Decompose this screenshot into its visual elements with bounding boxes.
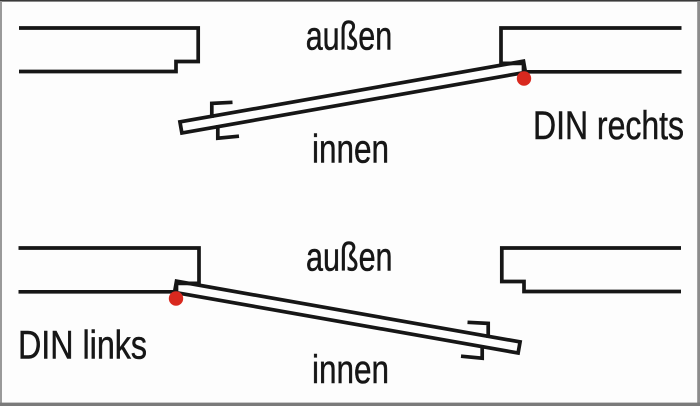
svg-text:innen: innen [312,348,389,392]
svg-text:innen: innen [312,128,389,172]
svg-text:DIN links: DIN links [18,324,147,368]
svg-text:DIN rechts: DIN rechts [533,104,684,148]
svg-text:außen: außen [306,15,393,59]
svg-text:außen: außen [306,236,393,280]
